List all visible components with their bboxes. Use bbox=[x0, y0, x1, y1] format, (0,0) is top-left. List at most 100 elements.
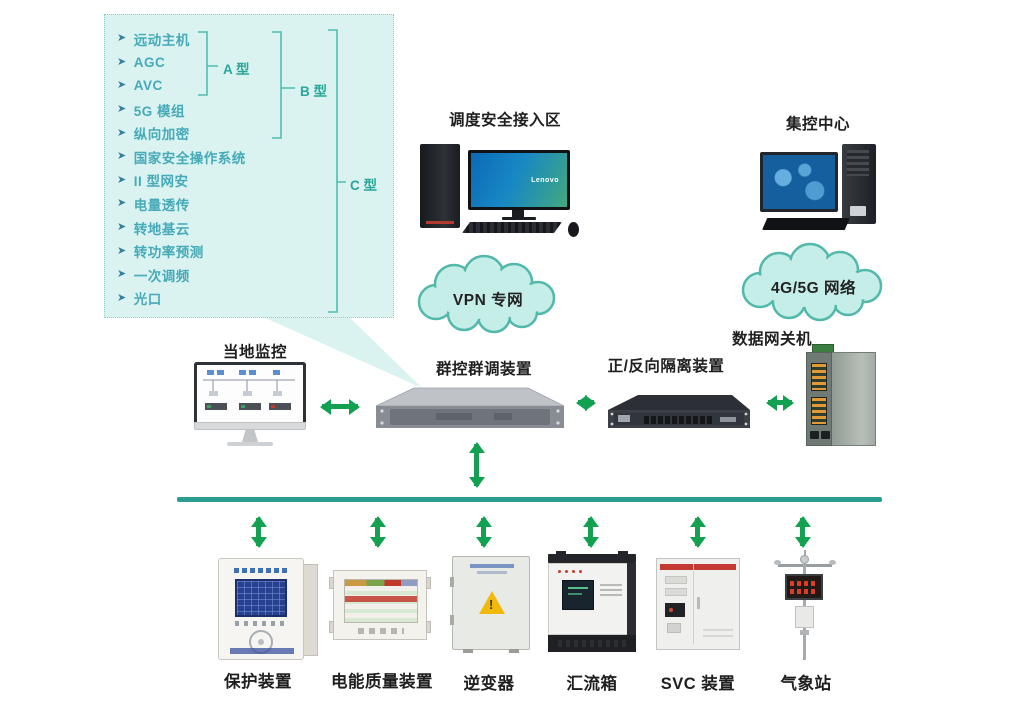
monitor-frame bbox=[194, 362, 306, 422]
cabinet-display bbox=[665, 603, 685, 617]
weather-station-device bbox=[774, 550, 836, 664]
list-item: ➤ AVC bbox=[105, 74, 393, 98]
list-item: ➤ 纵向加密 bbox=[105, 121, 393, 145]
arrow-bullet-icon: ➤ bbox=[117, 150, 127, 163]
device-logo bbox=[234, 568, 290, 573]
cloud-shape bbox=[741, 242, 883, 322]
vpn-cloud-label: VPN 专网 bbox=[452, 292, 524, 309]
arrow-bullet-icon: ➤ bbox=[117, 268, 127, 281]
monitor-chin bbox=[194, 422, 306, 430]
link-controller-bus bbox=[474, 444, 479, 486]
screen-brand-text: Lenovo bbox=[531, 177, 559, 184]
arrow-bullet-icon: ➤ bbox=[117, 79, 127, 92]
control-center-label: 集控中心 bbox=[785, 116, 851, 133]
link-isolation-gateway bbox=[768, 400, 792, 405]
callout-item-label: II 型网安 bbox=[133, 174, 189, 190]
list-item: ➤ 国家安全操作系统 bbox=[105, 145, 393, 169]
device-lcd bbox=[235, 579, 287, 617]
isolation-device-label: 正/反向隔离装置 bbox=[607, 358, 725, 375]
monitor-base bbox=[502, 217, 536, 220]
monitor-stand bbox=[242, 430, 258, 442]
group-label-a: A 型 bbox=[223, 62, 250, 77]
data-gateway-device bbox=[806, 344, 878, 450]
callout-item-label: 5G 模组 bbox=[133, 103, 185, 119]
cellular-cloud-label: 4G/5G 网络 bbox=[771, 280, 856, 297]
power-quality-label: 电能质量装置 bbox=[331, 673, 433, 691]
arrow-bullet-icon: ➤ bbox=[117, 103, 127, 116]
group-controller-rack bbox=[375, 387, 565, 428]
warning-triangle-icon bbox=[479, 591, 505, 614]
arrow-bullet-icon: ➤ bbox=[117, 197, 127, 210]
list-item: ➤AGC bbox=[105, 51, 393, 75]
link-bus-power-quality bbox=[375, 518, 380, 546]
list-item: ➤ 转功率预测 bbox=[105, 239, 393, 263]
keyboard bbox=[462, 222, 562, 233]
combiner-box-device bbox=[548, 551, 636, 652]
gateway-front-panel bbox=[806, 352, 832, 446]
arrow-bullet-icon: ➤ bbox=[117, 221, 127, 234]
svc-cabinet-device bbox=[656, 558, 740, 650]
callout-item-label: 电量透传 bbox=[133, 197, 190, 213]
pc-tower bbox=[842, 144, 876, 224]
arrow-bullet-icon: ➤ bbox=[117, 244, 127, 257]
power-quality-device bbox=[329, 570, 431, 640]
vpn-cloud: VPN 专网 bbox=[408, 252, 568, 336]
list-item: ➤ 5G 模组 bbox=[105, 98, 393, 122]
device-base bbox=[548, 635, 636, 652]
monitor-base bbox=[227, 442, 273, 446]
pc-screen: Lenovo bbox=[471, 153, 567, 207]
link-bus-inverter bbox=[481, 518, 486, 546]
protection-device-label: 保护装置 bbox=[224, 673, 292, 691]
callout-item-label: 国家安全操作系统 bbox=[133, 150, 246, 166]
cloud-shape bbox=[417, 254, 556, 334]
link-bus-weather bbox=[800, 518, 805, 546]
device-screen bbox=[344, 579, 418, 623]
mouse bbox=[568, 222, 579, 237]
gateway-side-panel bbox=[830, 352, 876, 446]
callout-item-label: 纵向加密 bbox=[133, 127, 190, 143]
callout-item-label: 转地基云 bbox=[133, 221, 190, 237]
callout-item-label: AVC bbox=[133, 78, 163, 94]
local-monitor-label: 当地监控 bbox=[222, 344, 288, 361]
dispatch-zone-label: 调度安全接入区 bbox=[448, 112, 562, 129]
pc-monitor bbox=[760, 152, 838, 212]
data-gateway-label: 数据网关机 bbox=[731, 331, 813, 348]
pc-monitor: Lenovo bbox=[468, 150, 570, 210]
pc-screen bbox=[763, 155, 835, 209]
link-bus-svc bbox=[695, 518, 700, 546]
list-item: ➤II 型网安 bbox=[105, 169, 393, 193]
sensor-box bbox=[795, 606, 814, 628]
arrow-bullet-icon: ➤ bbox=[117, 291, 127, 304]
arrow-bullet-icon: ➤ bbox=[117, 32, 127, 45]
device-name-strip bbox=[230, 648, 294, 654]
pc-tower bbox=[420, 144, 460, 228]
local-monitor-display bbox=[194, 362, 306, 452]
ethernet-port bbox=[810, 431, 819, 439]
callout-item-label: 转功率预测 bbox=[133, 245, 204, 261]
link-monitor-controller bbox=[322, 404, 358, 409]
combiner-box-label: 汇流箱 bbox=[566, 675, 618, 693]
list-item: ➤一次调频 bbox=[105, 263, 393, 287]
list-item: ➤ 电量透传 bbox=[105, 192, 393, 216]
callout-item-label: AGC bbox=[133, 54, 166, 70]
led-display bbox=[785, 574, 823, 600]
link-bus-protection bbox=[256, 518, 261, 546]
callout-tail bbox=[252, 312, 422, 388]
cabinet-red-stripe bbox=[660, 564, 736, 570]
monitor-stand bbox=[512, 210, 524, 217]
terminal-block bbox=[811, 397, 827, 425]
list-item: ➤ 光口 bbox=[105, 287, 393, 311]
group-label-c: C 型 bbox=[350, 178, 377, 193]
device-screen bbox=[562, 580, 594, 610]
field-bus-line bbox=[177, 497, 882, 502]
list-item: ➤ 转地基云 bbox=[105, 216, 393, 240]
inverter-label: 逆变器 bbox=[463, 675, 515, 693]
protection-device bbox=[218, 556, 320, 662]
callout-item-label: 远动主机 bbox=[133, 32, 190, 48]
callout-item-label: 光口 bbox=[133, 292, 162, 308]
list-item: ➤ 远动主机 bbox=[105, 27, 393, 51]
device-buttons bbox=[358, 628, 404, 634]
link-bus-combiner bbox=[588, 518, 593, 546]
arrow-bullet-icon: ➤ bbox=[117, 126, 127, 139]
